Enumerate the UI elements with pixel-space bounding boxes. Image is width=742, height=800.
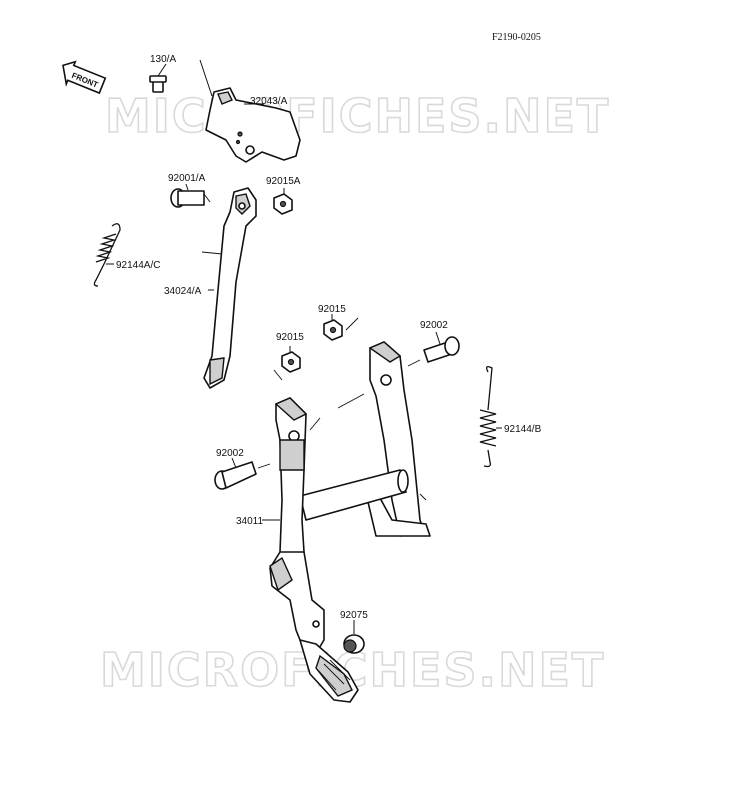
label-92075: 92075 [340,610,368,621]
label-130a: 130/A [150,54,176,65]
cap-92075 [343,620,365,654]
label-34011: 34011 [236,516,264,527]
nut-92015-lower [273,346,301,381]
label-92144ac: 92144A/C [116,260,160,271]
bolt-92001a [170,183,211,208]
bolt-92002-left [214,457,271,490]
nut-92015a [273,188,293,215]
nut-92015-upper [323,314,359,341]
label-92001a: 92001/A [168,173,206,184]
label-92015a: 92015A [266,176,301,187]
stand-34011 [262,341,431,703]
arm-34024a [201,187,257,389]
front-arrow-icon: FRONT [62,60,107,95]
bolt-92002-right [407,331,460,367]
label-92144b: 92144/B [504,424,542,435]
label-92002-right: 92002 [420,320,448,331]
label-34024a: 34024/A [164,286,202,297]
label-32043a: 32043/A [250,96,288,107]
label-92015-lower: 92015 [276,332,304,343]
bolt-130a [149,63,167,93]
watermark-top: MICROFICHES.NET [105,89,610,143]
label-92002-left: 92002 [216,448,244,459]
spring-92144ac [93,223,121,287]
reference-code: F2190-0205 [492,32,541,43]
label-92015-upper: 92015 [318,304,346,315]
bracket-32043a [199,59,301,163]
spring-92144b [479,366,497,468]
